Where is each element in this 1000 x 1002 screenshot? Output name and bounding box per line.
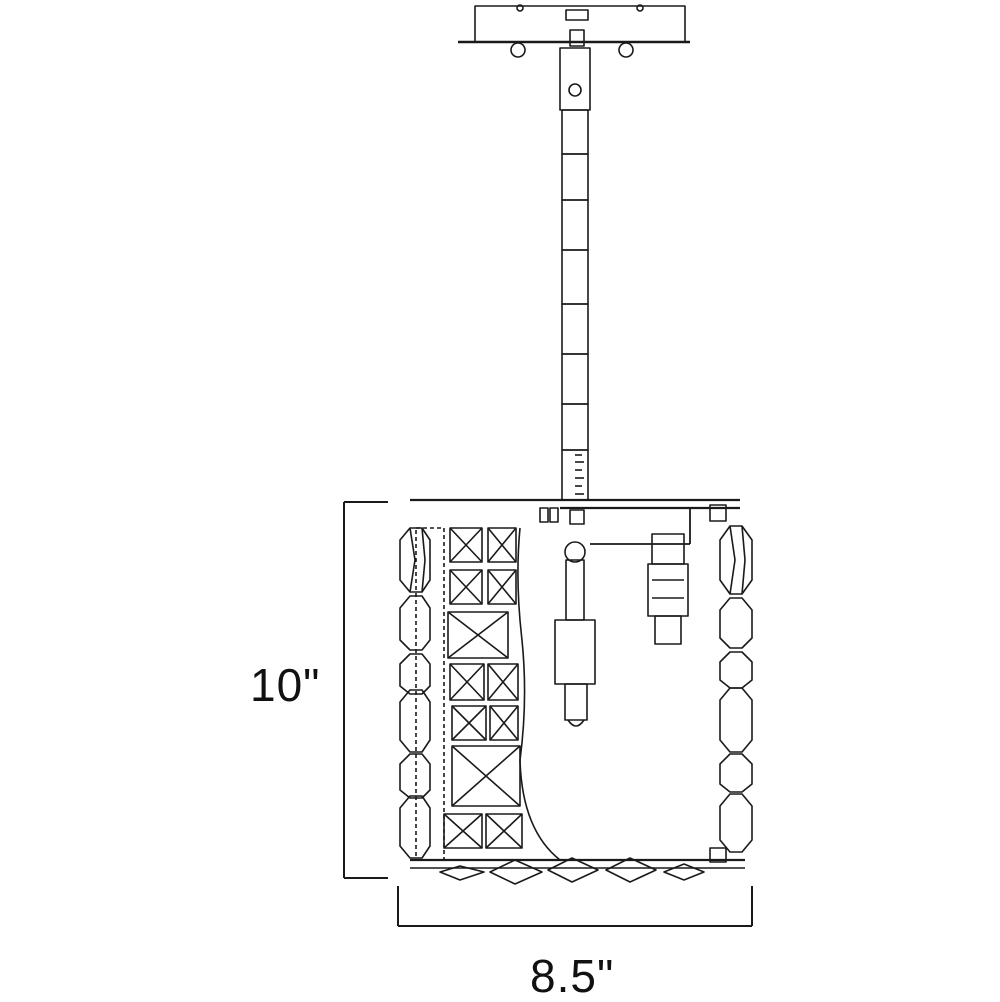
height-dimension-line xyxy=(343,501,388,879)
hanging-rod xyxy=(559,47,591,501)
width-dimension-label: 8.5" xyxy=(530,950,615,1002)
bottom-ring xyxy=(410,847,745,869)
bottom-crystals xyxy=(439,857,705,885)
width-dimension-line xyxy=(397,886,753,927)
right-socket xyxy=(647,533,689,645)
right-crystal-column xyxy=(719,525,753,853)
ceiling-canopy xyxy=(458,4,690,58)
top-plate xyxy=(410,498,740,545)
center-socket xyxy=(554,541,596,727)
square-crystal-panels xyxy=(415,527,561,861)
left-crystal-column xyxy=(399,527,431,859)
height-dimension-label: 10" xyxy=(250,659,321,711)
